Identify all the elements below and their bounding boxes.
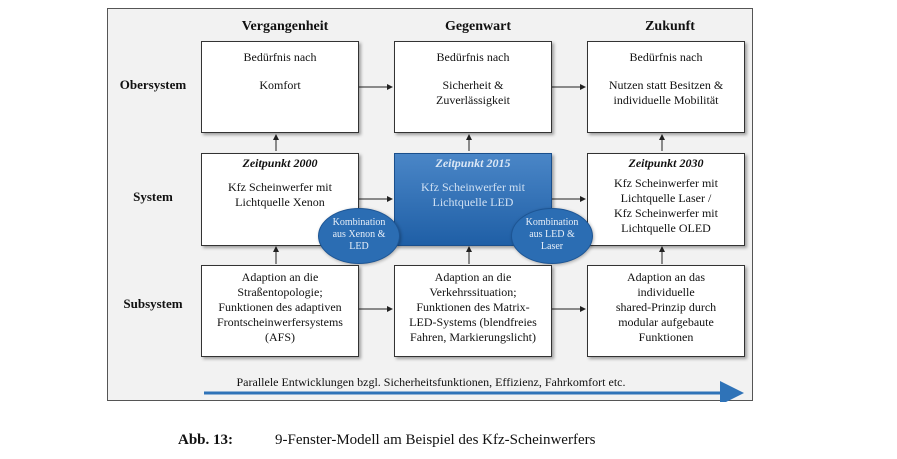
diagram-frame: Vergangenheit Gegenwart Zukunft Obersyst… bbox=[107, 8, 753, 402]
column-header-zukunft: Zukunft bbox=[645, 19, 695, 34]
box-text: Kfz Scheinwerfer mit Lichtquelle Laser /… bbox=[614, 176, 718, 235]
box-obersystem-zukunft: Bedürfnis nach Nutzen statt Besitzen & i… bbox=[587, 41, 745, 133]
row-header-obersystem: Obersystem bbox=[119, 77, 187, 92]
ellipse-kombination-xenon-led: Kombination aus Xenon & LED bbox=[318, 208, 400, 264]
box-system-2030: Zeitpunkt 2030 Kfz Scheinwerfer mit Lich… bbox=[587, 153, 745, 246]
caption-text: 9-Fenster-Modell am Beispiel des Kfz-Sch… bbox=[275, 432, 596, 448]
box-title: Zeitpunkt 2000 bbox=[242, 156, 318, 170]
box-text: Sicherheit & Zuverlässigkeit bbox=[436, 78, 510, 107]
caption-label: Abb. 13: bbox=[178, 432, 234, 448]
parallel-developments-text: Parallele Entwicklungen bzgl. Sicherheit… bbox=[236, 375, 626, 389]
row-header-subsystem: Subsystem bbox=[123, 296, 183, 311]
box-text: Kfz Scheinwerfer mit Lichtquelle LED bbox=[421, 180, 525, 209]
box-text: Adaption an die Straßentopologie; Funkti… bbox=[217, 270, 343, 344]
row-header-system: System bbox=[133, 189, 173, 204]
column-header-vergangenheit: Vergangenheit bbox=[241, 19, 329, 34]
box-title: Zeitpunkt 2030 bbox=[628, 156, 704, 170]
box-subsystem-gegenwart: Adaption an die Verkehrssituation; Funkt… bbox=[394, 265, 552, 357]
box-label: Bedürfnis nach bbox=[629, 50, 703, 64]
box-subsystem-vergangenheit: Adaption an die Straßentopologie; Funkti… bbox=[201, 265, 359, 357]
box-label: Bedürfnis nach bbox=[436, 50, 510, 64]
box-text: Nutzen statt Besitzen & individuelle Mob… bbox=[608, 78, 724, 107]
box-text: Komfort bbox=[259, 78, 301, 92]
column-header-gegenwart: Gegenwart bbox=[444, 19, 512, 34]
connector-arrows bbox=[204, 84, 744, 402]
box-subsystem-zukunft: Adaption an das individuelle shared-Prin… bbox=[587, 265, 745, 357]
box-title: Zeitpunkt 2015 bbox=[435, 156, 511, 170]
box-text: Kfz Scheinwerfer mit Lichtquelle Xenon bbox=[228, 180, 332, 209]
box-obersystem-vergangenheit: Bedürfnis nach Komfort bbox=[201, 41, 359, 133]
box-system-2000: Zeitpunkt 2000 Kfz Scheinwerfer mit Lich… bbox=[201, 153, 359, 246]
box-text: Adaption an die Verkehrssituation; Funkt… bbox=[409, 270, 537, 344]
box-text: Adaption an das individuelle shared-Prin… bbox=[615, 270, 717, 344]
box-obersystem-gegenwart: Bedürfnis nach Sicherheit & Zuverlässigk… bbox=[394, 41, 552, 133]
ellipse-kombination-led-laser: Kombination aus LED & Laser bbox=[511, 208, 593, 264]
box-label: Bedürfnis nach bbox=[243, 50, 317, 64]
